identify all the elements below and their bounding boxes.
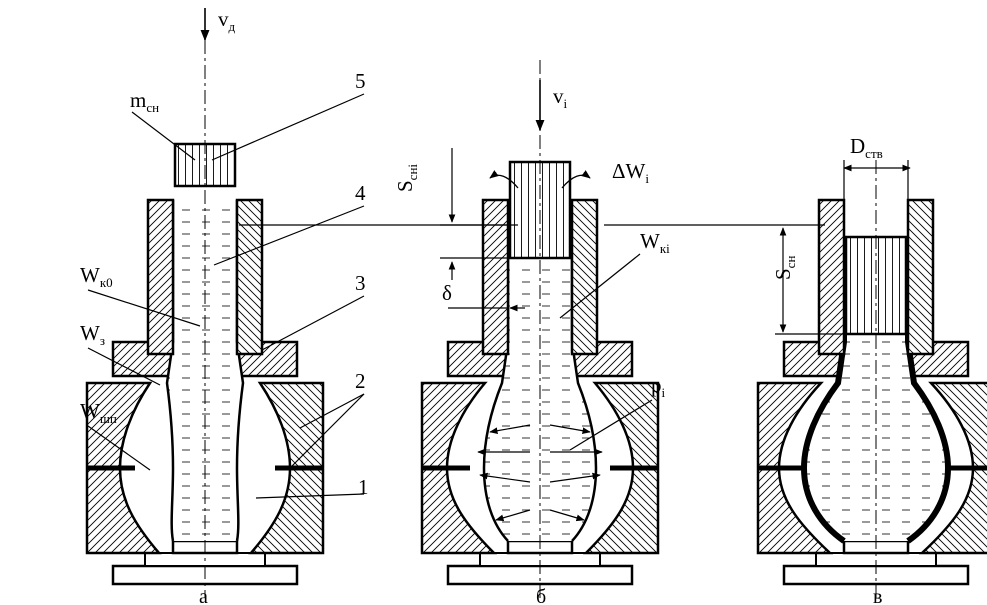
leader-3 [261, 295, 365, 351]
container-left [481, 198, 510, 356]
container-right [906, 198, 935, 356]
label-2: 2 [355, 369, 366, 393]
flow-arrow-right [561, 170, 591, 189]
label-3: 3 [355, 271, 366, 295]
workpiece-wall-right [570, 258, 598, 542]
workpiece-wall-left [800, 334, 847, 544]
caption-b: б [536, 586, 546, 605]
container-right [570, 198, 599, 356]
label-wz: Wз [80, 321, 105, 348]
leader-wshp [87, 425, 151, 471]
label-vd: vд [218, 7, 236, 34]
label-delta: δ [442, 281, 452, 305]
container-left [146, 198, 175, 356]
working-fluid [484, 258, 596, 541]
label-p-i: pi [651, 373, 666, 400]
leader-4 [213, 205, 365, 266]
leader-wk0 [87, 289, 201, 327]
leader-wk-i [559, 253, 641, 319]
leader-2a [299, 393, 365, 429]
label-s-sn: Sсн [771, 256, 798, 280]
caption-a: а [199, 586, 208, 605]
leader-1 [255, 493, 365, 499]
label-d-stv: Dств [850, 134, 883, 161]
pressure-arrow [489, 424, 531, 435]
workpiece-wall-left [165, 200, 175, 542]
label-4: 4 [355, 181, 366, 205]
flow-arrow-left [489, 170, 519, 189]
label-wk-i: Wкi [640, 229, 670, 256]
label-5: 5 [355, 69, 366, 93]
workpiece-wall-right [905, 334, 952, 544]
leader-5 [211, 93, 365, 161]
stage-b [420, 60, 660, 598]
pressure-arrow [495, 509, 531, 522]
workpiece-wall-left [482, 258, 510, 542]
leader-p-i [569, 399, 653, 451]
caption-c: в [873, 586, 882, 605]
label-wk0: Wк0 [80, 263, 113, 290]
stage-a [85, 40, 325, 598]
label-1: 1 [358, 475, 369, 499]
container-right [235, 198, 264, 356]
pressure-arrow [549, 424, 591, 435]
pressure-arrow [549, 472, 601, 483]
stage-c [756, 160, 987, 598]
pressure-arrow [479, 472, 531, 483]
label-m-sn: mсн [130, 88, 159, 115]
label-dw-i: ΔWi [612, 159, 649, 186]
container-left [817, 198, 846, 356]
label-vi: vi [553, 84, 568, 111]
leader-wz [87, 347, 161, 386]
leader-m-sn [131, 111, 196, 161]
workpiece-wall-right [235, 200, 245, 542]
label-wshp: Wшп [80, 399, 117, 426]
leader-2b [289, 393, 365, 469]
label-s-sni: Sснi [393, 164, 420, 192]
pressure-arrow [549, 509, 585, 522]
